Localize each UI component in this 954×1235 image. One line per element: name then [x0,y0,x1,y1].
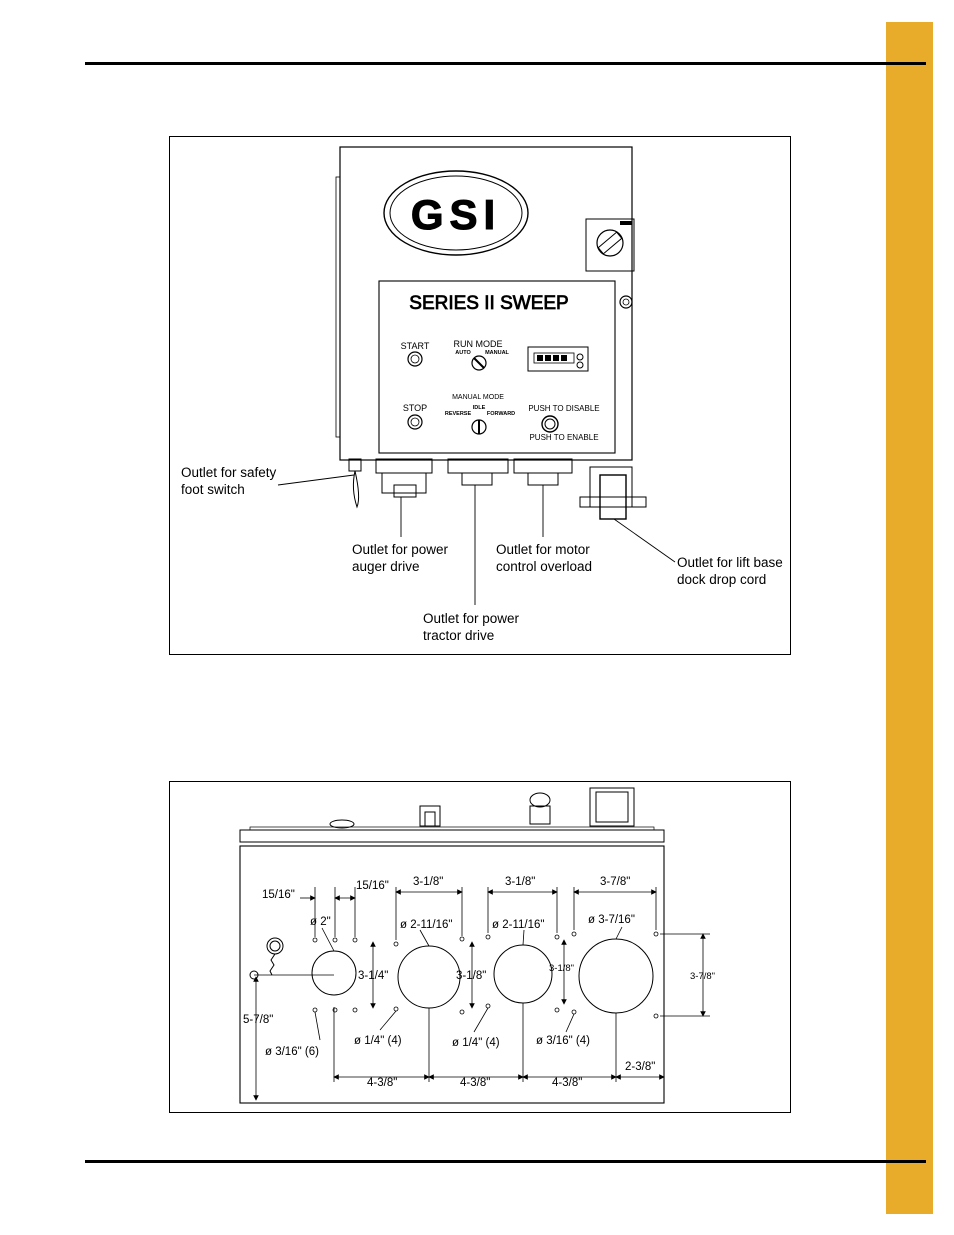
stop-button [407,414,423,430]
outlet-power-auger [375,458,433,498]
callout-tractor-line1: Outlet for power [423,611,520,626]
auto-label: AUTO [455,350,471,356]
outlet-power-tractor [447,458,509,486]
dim-2-3-8: 2-3/8" [625,1061,655,1073]
hole-2-11-16-b [493,944,553,1004]
cap-with-chain [249,937,334,980]
idle-label: IDLE [473,405,486,411]
logo-text: GSI [411,191,501,238]
dim-3-1-8-b: 3-1/8" [505,876,535,888]
manual-mode-label: MANUAL MODE [452,394,504,401]
stop-label: STOP [403,403,427,413]
dim-4-3-8-b: 4-3/8" [460,1077,490,1089]
callout-motor-line1: Outlet for motor [496,542,590,557]
run-mode-label: RUN MODE [454,339,503,349]
start-label: START [401,341,430,351]
safety-button [541,415,559,433]
dim-dia-1-4-4-b: ø 1/4" (4) [452,1037,500,1049]
disconnect-switch [585,218,635,272]
dim-dia-2: ø 2" [310,916,331,928]
hole-2-11-16-a [397,945,461,1009]
figure-control-box-front: GSI SERIES II SWEEP START RUN MODE AUTO … [169,136,791,655]
callout-tractor-line2: tractor drive [423,628,494,643]
manual-label: MANUAL [485,350,509,356]
dim-dia-1-4-4-a: ø 1/4" (4) [354,1035,402,1047]
callout-safety-line1: Outlet for safety [181,465,277,480]
callout-lift-line2: dock drop cord [677,572,766,587]
dim-dia-2-11-16-b: ø 2-11/16" [492,919,544,931]
hole-3-7-16 [578,938,654,1014]
hour-meter [527,346,589,372]
hole-2in [311,950,357,996]
panel-title: SERIES II SWEEP [409,293,568,314]
gsi-logo: GSI [383,170,529,256]
dim-4-3-8-c: 4-3/8" [552,1077,582,1089]
dim-5-7-8: 5-7/8" [243,1014,273,1026]
figure-bottom-hole-layout: 15/16" 15/16" 3-1/8" 3-1/8" 3-7/8" ø 2" … [169,781,791,1113]
push-disable-label: PUSH TO DISABLE [528,404,599,413]
header-rule [85,62,926,65]
callout-safety-line2: foot switch [181,482,245,497]
dim-15-16-left: 15/16" [262,889,295,901]
footer-rule [85,1160,926,1163]
dim-dia-3-7-16: ø 3-7/16" [588,914,635,926]
dim-3-7-8-top: 3-7/8" [600,876,630,888]
run-mode-selector [471,355,487,371]
dim-dia-3-16-4: ø 3/16" (4) [536,1035,590,1047]
push-enable-label: PUSH TO ENABLE [529,433,598,442]
dim-3-1-8-vert-b: 3-1/8" [549,963,574,974]
control-box-drawing: GSI SERIES II SWEEP START RUN MODE AUTO … [181,146,783,643]
start-button [407,351,423,367]
control-panel [378,280,616,454]
forward-label: FORWARD [487,411,515,417]
outlet-motor-overload [513,458,573,486]
section-tab [886,22,933,1214]
callout-auger-line2: auger drive [352,559,420,574]
outlet-safety-foot-switch [348,458,362,509]
callout-motor-line2: control overload [496,559,592,574]
dim-3-1-8-vert-a: 3-1/8" [456,970,486,982]
dim-3-7-8-side: 3-7/8" [690,971,715,982]
outlet-lift-base [579,466,647,520]
dim-3-1-8-a: 3-1/8" [413,876,443,888]
dim-dia-3-16-6: ø 3/16" (6) [265,1046,319,1058]
hole-layout-drawing: 15/16" 15/16" 3-1/8" 3-1/8" 3-7/8" ø 2" … [239,787,715,1104]
reverse-label: REVERSE [445,411,472,417]
dim-4-3-8-a: 4-3/8" [367,1077,397,1089]
callout-auger-line1: Outlet for power [352,542,449,557]
callout-lift-line1: Outlet for lift base [677,555,783,570]
dim-dia-2-11-16-a: ø 2-11/16" [400,919,452,931]
dim-3-1-4: 3-1/4" [358,970,388,982]
dim-15-16-right: 15/16" [356,880,389,892]
bottom-plate [239,845,665,1104]
